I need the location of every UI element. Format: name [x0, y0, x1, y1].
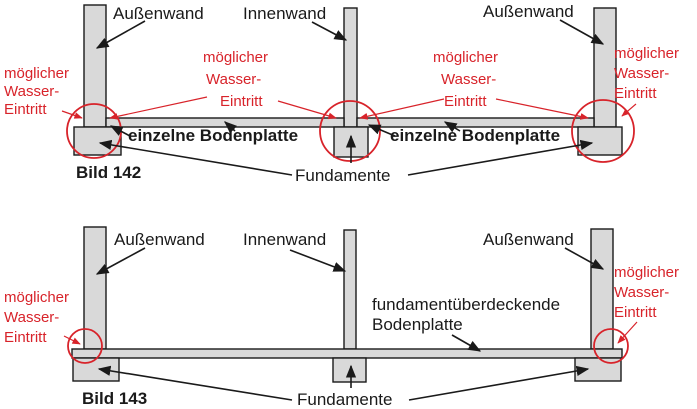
label-fundamente: Fundamente — [295, 166, 390, 185]
arrow-slab-left-b — [224, 121, 237, 134]
label-slab-left: einzelne Bodenplatte — [128, 126, 298, 145]
arrow-fundamente-left — [98, 139, 293, 176]
red-arrow-left — [61, 110, 83, 119]
label-innenwand: Innenwand — [243, 4, 326, 23]
covering-floor-slab — [71, 348, 623, 359]
arrow-covering-slab — [451, 334, 482, 352]
label-fundamente-143: Fundamente — [297, 390, 392, 409]
red-arrow-mid-right-a — [359, 98, 445, 120]
svg-text:Wasser-: Wasser- — [4, 309, 59, 326]
svg-text:möglicher: möglicher — [614, 45, 679, 62]
red-arrow-mid-right-b — [495, 98, 589, 120]
svg-text:möglicher: möglicher — [4, 65, 69, 82]
figure-143: Außenwand Innenwand Außenwand fundamentü… — [4, 226, 679, 409]
label-covering-slab: fundamentüberdeckende Bodenplatte — [372, 295, 560, 334]
outer-wall-left — [83, 4, 107, 128]
footing-right — [577, 126, 623, 156]
arrow-slab-right-a — [367, 124, 396, 137]
footing-middle-143 — [332, 357, 367, 383]
label-innenwand-143: Innenwand — [243, 230, 326, 249]
figure-142: Außenwand Innenwand Außenwand einzelne B… — [4, 2, 679, 185]
svg-text:fundamentüberdeckende: fundamentüberdeckende — [372, 295, 560, 314]
arrow-fundamente-left-143 — [97, 365, 293, 401]
red-arrow-right — [621, 103, 637, 117]
caption-bild-143: Bild 143 — [82, 389, 147, 408]
caption-bild-142: Bild 142 — [76, 163, 141, 182]
label-aussenwand-left-143: Außenwand — [114, 230, 205, 249]
water-label-left: möglicher Wasser- Eintritt — [4, 65, 69, 118]
floor-slab-right — [356, 117, 595, 128]
arrow-innenwand — [311, 21, 348, 41]
water-label-mid-left: möglicher Wasser- Eintritt — [203, 49, 268, 110]
arrow-fundamente-right — [407, 139, 594, 176]
svg-text:Eintritt: Eintritt — [4, 329, 47, 346]
water-label-right: möglicher Wasser- Eintritt — [614, 45, 679, 102]
water-circle-left-143 — [67, 328, 103, 364]
arrow-slab-right-b — [443, 121, 461, 133]
label-aussenwand-right-143: Außenwand — [483, 230, 574, 249]
svg-text:Wasser-: Wasser- — [4, 83, 59, 100]
red-arrow-mid-left-a — [109, 96, 208, 120]
outer-wall-left-143 — [83, 226, 107, 350]
svg-text:Wasser-: Wasser- — [206, 71, 261, 88]
svg-text:möglicher: möglicher — [433, 49, 498, 66]
svg-text:Wasser-: Wasser- — [441, 71, 496, 88]
arrow-aussenwand-left-143 — [95, 247, 146, 275]
arrow-innenwand-143 — [289, 249, 347, 272]
water-label-mid-right: möglicher Wasser- Eintritt — [433, 49, 498, 110]
arrow-aussenwand-right-143 — [564, 247, 605, 270]
outer-wall-right — [593, 7, 617, 128]
arrow-aussenwand-left — [95, 20, 146, 49]
water-circle-right-143 — [593, 328, 629, 364]
water-circle-right — [571, 99, 635, 163]
svg-text:möglicher: möglicher — [203, 49, 268, 66]
arrow-slab-left-a — [109, 125, 131, 137]
arrow-aussenwand-right — [559, 19, 605, 45]
svg-text:Wasser-: Wasser- — [614, 284, 669, 301]
red-arrow-left-143 — [63, 335, 81, 345]
red-arrow-right-143 — [617, 321, 638, 344]
inner-wall — [343, 7, 358, 128]
svg-text:Eintritt: Eintritt — [614, 304, 657, 321]
water-label-right-143: möglicher Wasser- Eintritt — [614, 264, 679, 321]
label-slab-right: einzelne Bodenplatte — [390, 126, 560, 145]
svg-text:möglicher: möglicher — [614, 264, 679, 281]
footing-left — [73, 126, 122, 156]
svg-text:Eintritt: Eintritt — [614, 85, 657, 102]
svg-text:Wasser-: Wasser- — [614, 65, 669, 82]
arrow-fundamente-right-143 — [408, 365, 590, 401]
label-aussenwand-left: Außenwand — [113, 4, 204, 23]
water-label-left-143: möglicher Wasser- Eintritt — [4, 289, 69, 346]
red-arrow-mid-left-b — [277, 100, 337, 120]
svg-text:Bodenplatte: Bodenplatte — [372, 315, 463, 334]
svg-text:möglicher: möglicher — [4, 289, 69, 306]
svg-text:Eintritt: Eintritt — [444, 93, 487, 110]
svg-text:Eintritt: Eintritt — [220, 93, 263, 110]
inner-wall-143 — [343, 229, 357, 350]
svg-text:Eintritt: Eintritt — [4, 101, 47, 118]
label-aussenwand-right: Außenwand — [483, 2, 574, 21]
